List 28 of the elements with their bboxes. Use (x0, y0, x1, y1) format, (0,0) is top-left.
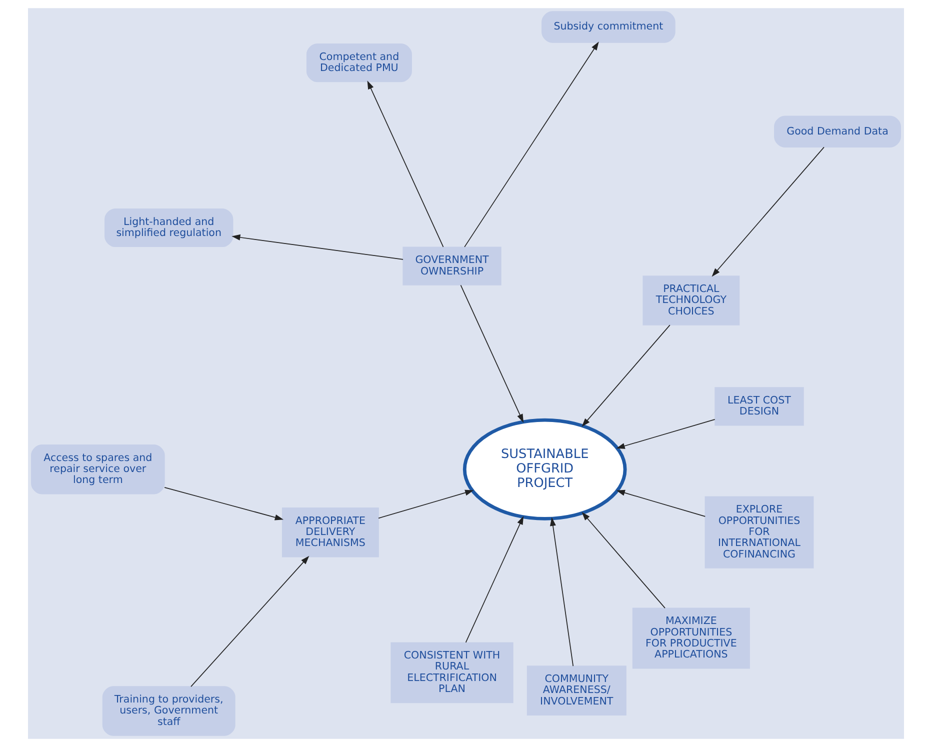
arrow (164, 486, 284, 520)
node-box: CONSISTENT WITH RURAL ELECTRIFICATION PLAN (390, 642, 513, 704)
node-box: LEAST COST DESIGN (714, 387, 804, 426)
node-box: COMMUNITY AWARENESS/ INVOLVEMENT (526, 666, 626, 716)
node-box: EXPLORE OPPORTUNITIES FOR INTERNATIONAL COFINANCING (704, 496, 814, 568)
arrow (616, 419, 715, 449)
arrow (231, 234, 403, 260)
node-box: Subsidy commitment (541, 11, 675, 43)
arrow (581, 512, 665, 608)
arrow (549, 517, 574, 666)
node-box: Competent and Dedicated PMU (306, 44, 412, 82)
arrow (581, 324, 670, 427)
arrow (464, 42, 598, 248)
node-box: Training to providers, users, Government staff (102, 686, 235, 736)
node-box: MAXIMIZE OPPORTUNITIES FOR PRODUCTIVE APPLICATIONS (632, 608, 750, 669)
arrow (190, 556, 309, 687)
arrow (711, 146, 824, 277)
node-box: PRACTICAL TECHNOLOGY CHOICES (642, 276, 740, 326)
arrow (464, 516, 524, 643)
node-box: GOVERNMENT OWNERSHIP (402, 246, 501, 286)
node-box: Light-handed and simplified regulation (104, 208, 233, 248)
node-box: Access to spares and repair service over long term (30, 444, 164, 494)
arrow (366, 80, 444, 248)
arrow (460, 284, 524, 423)
arrow (616, 490, 706, 517)
node-box: Good Demand Data (774, 116, 900, 148)
arrow (378, 490, 474, 519)
node-box: APPROPRIATE DELIVERY MECHANISMS (281, 507, 378, 558)
